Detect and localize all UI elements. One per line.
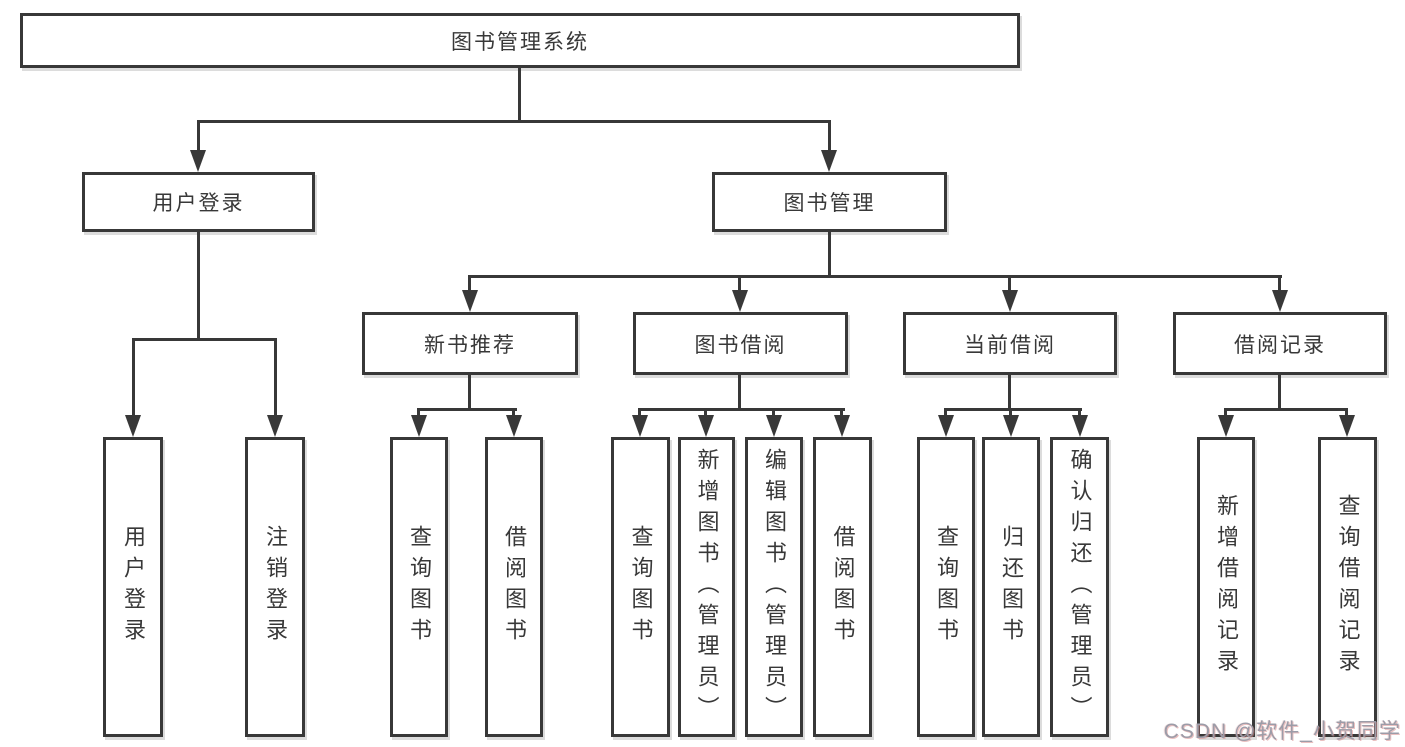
connector-drop-user-login <box>197 120 200 154</box>
leaf-return-books-label: 归还图书 <box>999 525 1024 649</box>
arrow-down-icon <box>1003 415 1019 437</box>
arrow-down-icon <box>698 415 714 437</box>
connector-stem <box>1278 375 1281 408</box>
leaf-add-borrow-record-label: 新增借阅记录 <box>1214 494 1239 680</box>
connector-root-stem <box>518 68 521 120</box>
arrow-down-icon <box>938 415 954 437</box>
leaf-edit-books-admin: 编辑图书（管理员） <box>745 437 803 737</box>
leaf-confirm-return-admin-label: 确认归还（管理员） <box>1067 447 1093 727</box>
connector-drop-leaf <box>1078 408 1081 418</box>
arrow-down-icon <box>1072 415 1088 437</box>
node-borrow-records: 借阅记录 <box>1173 312 1387 375</box>
leaf-user-login: 用户登录 <box>103 437 163 737</box>
connector-bus <box>638 408 845 411</box>
arrow-down-icon <box>766 415 782 437</box>
leaf-edit-books-admin-label: 编辑图书（管理员） <box>762 447 787 727</box>
arrow-down-icon <box>821 150 837 172</box>
connector-drop-leaf <box>704 408 707 418</box>
node-new-book-recommend: 新书推荐 <box>362 312 578 375</box>
arrow-down-icon <box>632 415 648 437</box>
connector-drop-level3 <box>1278 275 1281 293</box>
arrow-down-icon <box>1218 415 1234 437</box>
connector-drop-leaf <box>772 408 775 418</box>
connector-bus <box>944 408 1082 411</box>
node-root: 图书管理系统 <box>20 13 1020 68</box>
connector-bus <box>1224 408 1348 411</box>
arrow-down-icon <box>125 415 141 437</box>
connector-drop-leaf <box>944 408 947 418</box>
arrow-down-icon <box>1272 290 1288 312</box>
arrow-down-icon <box>411 415 427 437</box>
connector-drop-book-mgmt <box>828 120 831 154</box>
connector-stem <box>1008 375 1011 408</box>
leaf-confirm-return-admin: 确认归还（管理员） <box>1050 437 1109 737</box>
leaf-return-books: 归还图书 <box>982 437 1040 737</box>
connector-user-login-stem <box>197 232 200 338</box>
connector-drop-level3 <box>1008 275 1011 293</box>
leaf-query-books: 查询图书 <box>390 437 448 737</box>
arrow-down-icon <box>1339 415 1355 437</box>
connector-drop-leaf <box>132 338 135 418</box>
connector-drop-leaf <box>274 338 277 418</box>
leaf-logout-label: 注销登录 <box>263 525 288 649</box>
leaf-add-books-admin: 新增图书（管理员） <box>678 437 735 737</box>
leaf-query-borrow-record-label: 查询借阅记录 <box>1335 494 1361 680</box>
node-borrow-records-label: 借阅记录 <box>1234 333 1326 357</box>
leaf-add-borrow-record: 新增借阅记录 <box>1197 437 1255 737</box>
connector-drop-leaf <box>417 408 420 418</box>
arrow-down-icon <box>1002 290 1018 312</box>
leaf-query-books-label: 查询图书 <box>628 525 654 649</box>
connector-book-mgmt-stem <box>828 232 831 275</box>
node-root-label: 图书管理系统 <box>451 30 589 54</box>
node-current-borrow: 当前借阅 <box>903 312 1117 375</box>
node-new-book-recommend-label: 新书推荐 <box>424 333 516 357</box>
connector-drop-level3 <box>468 275 471 293</box>
leaf-borrow-books-label: 借阅图书 <box>502 525 527 649</box>
leaf-query-books-label: 查询图书 <box>407 525 432 649</box>
node-book-management-label: 图书管理 <box>783 192 876 215</box>
node-book-management: 图书管理 <box>712 172 947 232</box>
connector-drop-leaf <box>840 408 843 418</box>
leaf-user-login-label: 用户登录 <box>121 525 146 649</box>
node-current-borrow-label: 当前借阅 <box>964 333 1056 357</box>
arrow-down-icon <box>732 290 748 312</box>
connector-stem <box>738 375 741 408</box>
leaf-query-borrow-record: 查询借阅记录 <box>1318 437 1377 737</box>
leaf-add-books-admin-label: 新增图书（管理员） <box>694 447 720 727</box>
connector-user-login-bus <box>132 338 277 341</box>
node-book-borrow: 图书借阅 <box>633 312 848 375</box>
leaf-query-books: 查询图书 <box>611 437 670 737</box>
arrow-down-icon <box>506 415 522 437</box>
leaf-logout: 注销登录 <box>245 437 305 737</box>
csdn-watermark: CSDN @软件_小贺同学 <box>1163 720 1401 743</box>
connector-drop-leaf <box>512 408 515 418</box>
connector-bus <box>417 408 517 411</box>
leaf-query-books: 查询图书 <box>917 437 975 737</box>
arrow-down-icon <box>462 290 478 312</box>
node-user-login: 用户登录 <box>82 172 315 232</box>
connector-drop-leaf <box>638 408 641 418</box>
arrow-down-icon <box>834 415 850 437</box>
connector-drop-leaf <box>1224 408 1227 418</box>
arrow-down-icon <box>267 415 283 437</box>
arrow-down-icon <box>190 150 206 172</box>
connector-drop-leaf <box>1009 408 1012 418</box>
connector-book-mgmt-bus <box>468 275 1282 278</box>
node-user-login-label: 用户登录 <box>152 192 245 215</box>
connector-drop-level3 <box>738 275 741 293</box>
node-book-borrow-label: 图书借阅 <box>694 333 787 357</box>
leaf-borrow-books: 借阅图书 <box>485 437 543 737</box>
leaf-query-books-label: 查询图书 <box>934 525 959 649</box>
connector-root-bus <box>197 120 831 123</box>
connector-stem <box>468 375 471 408</box>
connector-drop-leaf <box>1345 408 1348 418</box>
leaf-borrow-books: 借阅图书 <box>813 437 872 737</box>
leaf-borrow-books-label: 借阅图书 <box>830 525 856 649</box>
